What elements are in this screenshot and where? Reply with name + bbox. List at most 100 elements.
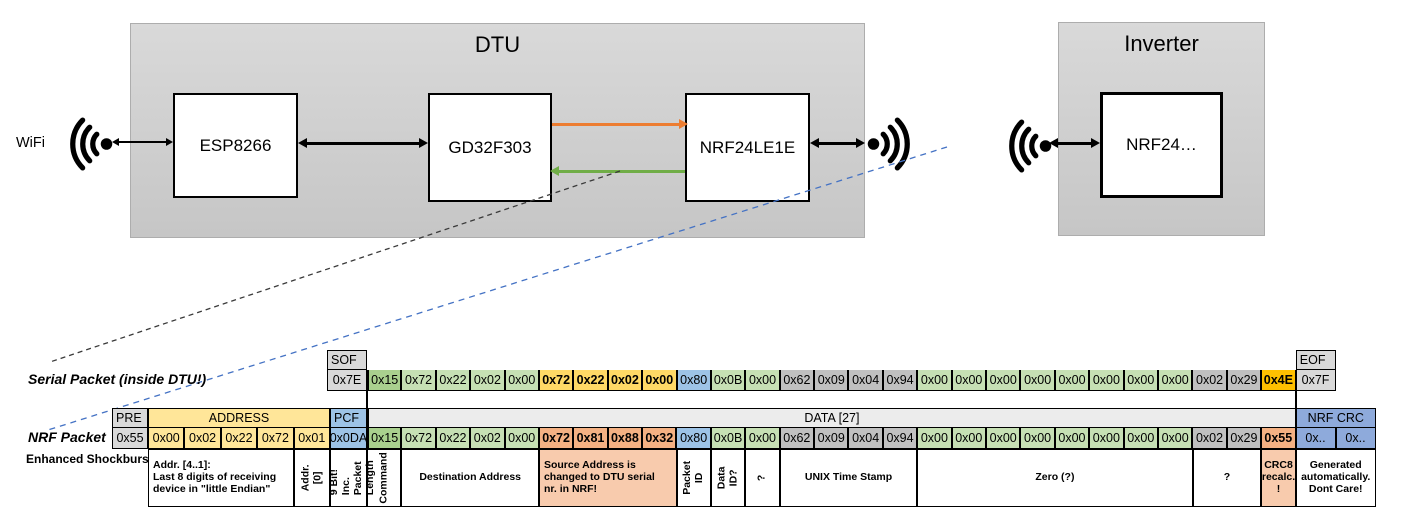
spacer [367,350,1296,370]
byte-cell: 0x0B [710,428,746,449]
byte-cell: 0x94 [882,428,918,449]
byte-cell: 0x00 [951,370,987,391]
byte-cell: 0x00 [745,370,780,391]
annotation-cell: 9 Bit! Inc. Packet Length [328,449,375,507]
annotation-cell: ? [745,449,780,507]
byte-cell: 0x00 [504,428,539,449]
byte-cell: 0x00 [642,370,677,391]
byte-cell: 0x00 [1054,428,1090,449]
byte-cell: 0x00 [917,370,952,391]
annotation-cell: Data ID? [710,449,746,507]
byte-cell: 0x72 [401,428,436,449]
data-start-connector [366,391,368,408]
crc-byte-cell: 0x.. [1295,428,1336,449]
arrow-esp-gd32 [298,138,428,148]
address-byte-cell: 0x00 [148,428,185,449]
wifi-icon-inverter [1009,119,1052,173]
address-byte-cell: 0x72 [257,428,294,449]
arrow-nrf-to-gd32-green [550,166,685,176]
arrow-gd32-to-nrf-orange [552,119,688,129]
pre-value: 0x55 [112,428,148,449]
byte-cell: 0x09 [814,428,849,449]
byte-cell: 0x02 [1192,428,1227,449]
data-header: DATA [27] [367,408,1296,428]
annotation-cell: Command [366,449,402,507]
byte-cell: 0x88 [607,428,643,449]
annotation-cell: CRC8 recalc. ! [1261,449,1296,507]
address-byte-cell: 0x01 [293,428,330,449]
byte-cell: 0x09 [814,370,849,391]
byte-cell: 0x94 [882,370,918,391]
annotation-cell: Addr. [4..1]: Last 8 digits of receiving… [148,449,294,507]
annotation-row: Addr. [4..1]: Last 8 digits of receiving… [148,449,1376,507]
arrow-nrf-wifi [810,138,865,148]
byte-cell: 0x55 [1261,428,1296,449]
byte-cell: 0x29 [1226,428,1262,449]
byte-cell: 0x0B [710,370,746,391]
byte-cell: 0x00 [1089,428,1124,449]
byte-cell: 0x15 [366,428,402,449]
wifi-icon-dtu-right [867,117,910,171]
byte-cell: 0x72 [538,428,574,449]
byte-cell: 0x62 [779,428,815,449]
chip-esp8266: ESP8266 [173,93,298,198]
dtu-title: DTU [474,32,521,57]
byte-cell: 0x00 [1157,428,1193,449]
byte-cell: 0x02 [470,428,505,449]
byte-cell: 0x00 [1020,428,1055,449]
byte-cell: 0x72 [538,370,574,391]
annotation-cell: Zero (?) [917,449,1193,507]
sof-value: 0x7E [327,370,367,391]
crc-cells: 0x..0x.. [1295,428,1376,449]
arrow-wifi-inverter [1049,138,1100,148]
chip-inverter-nrf24: NRF24… [1100,92,1223,198]
nrf-packet-label: NRF Packet [28,429,106,445]
byte-cell: 0x00 [504,370,539,391]
chip-nrf24le1e: NRF24LE1E [685,93,810,202]
byte-cell: 0x80 [676,428,711,449]
byte-cell: 0x29 [1226,370,1262,391]
serial-header-row: SOF EOF [327,350,1336,370]
byte-cell: 0x00 [1089,370,1124,391]
annotation-cell: Destination Address [401,449,539,507]
enhanced-shockburst-label: Enhanced Shockburst [26,452,153,466]
byte-cell: 0x4E [1261,370,1296,391]
nrf-packet-table: PRE ADDRESS PCF DATA [27] NRF CRC 0x55 0… [112,408,1376,449]
inverter-title: Inverter [1124,31,1199,56]
annotation-cell: Source Address is changed to DTU serial … [538,449,677,507]
byte-cell: 0x00 [1157,370,1193,391]
byte-cell: 0x72 [401,370,436,391]
wifi-icon-left [70,117,113,171]
nrf-header-row: PRE ADDRESS PCF DATA [27] NRF CRC [112,408,1376,428]
byte-cell: 0x62 [779,370,815,391]
arrow-wifi-esp [112,138,173,146]
pcf-value: 0x0DA [330,428,367,449]
address-byte-cell: 0x22 [220,428,258,449]
wifi-label: WiFi [16,135,45,151]
pre-header: PRE [112,408,148,428]
byte-cell: 0x00 [917,428,952,449]
crc-byte-cell: 0x.. [1335,428,1376,449]
byte-cell: 0x22 [435,370,471,391]
byte-cell: 0x00 [985,428,1021,449]
annotation-cell: Generated automatically. Dont Care! [1295,449,1376,507]
byte-cell: 0x00 [1123,428,1158,449]
byte-cell: 0x80 [676,370,711,391]
byte-cell: 0x15 [367,370,402,391]
annotation-cell: ? [1192,449,1262,507]
nrf-crc-header: NRF CRC [1295,408,1376,428]
annotation-cell: Packet ID [676,449,711,507]
byte-cell: 0x00 [1123,370,1158,391]
byte-cell: 0x81 [573,428,608,449]
byte-cell: 0x00 [745,428,780,449]
data-end-connector [1294,391,1297,408]
byte-cell: 0x00 [951,428,986,449]
pcf-header: PCF [330,408,367,428]
